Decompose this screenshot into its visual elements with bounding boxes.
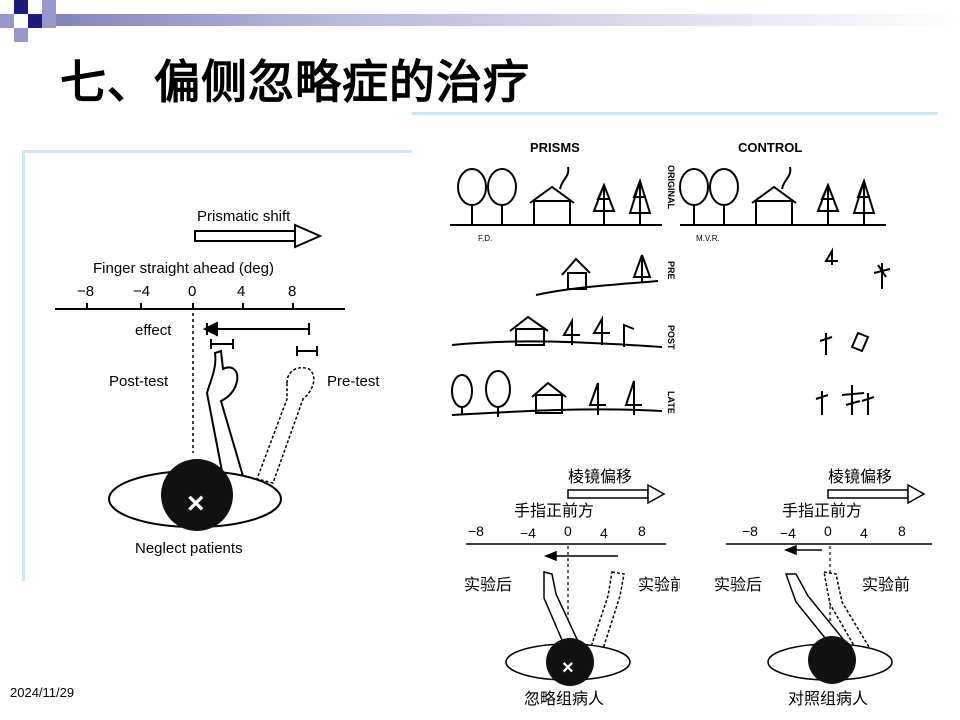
- cn-tick-label: −4: [780, 525, 796, 541]
- cn-shift-arrow: [567, 483, 666, 505]
- post-test-label: Post-test: [109, 373, 169, 390]
- prismatic-shift-arrow: [194, 223, 323, 249]
- cn-shift-arrow: [827, 483, 926, 505]
- effect-label: effect: [135, 322, 172, 339]
- drawing-post-control: [819, 331, 870, 355]
- figure-neglect-diagram: Prismatic shift Finger straight ahead (d…: [22, 150, 421, 581]
- pre-test-range: [296, 346, 318, 356]
- cn-axis-label: 手指正前方: [782, 501, 862, 520]
- cn-caption: 对照组病人: [788, 689, 868, 708]
- col-header-control: CONTROL: [738, 140, 802, 155]
- post-test-range: [210, 339, 234, 349]
- cn-cross-mark-icon: ×: [562, 657, 574, 679]
- cn-before-label: 实验前: [638, 575, 680, 594]
- effect-arrow: [202, 321, 310, 337]
- tick-label: −8: [77, 283, 94, 300]
- cn-tick-label: −8: [468, 523, 484, 539]
- cn-after-label: 实验后: [714, 575, 762, 594]
- drawing-pre-control: [824, 247, 891, 289]
- initials-prisms: F.D.: [478, 234, 492, 243]
- pre-test-arm: [256, 367, 315, 484]
- axis-label: Finger straight ahead (deg): [93, 260, 274, 277]
- figure-drawings: PRISMS CONTROL ORIGINAL PRE POST LATE F.…: [412, 112, 938, 467]
- col-header-prisms: PRISMS: [530, 140, 580, 155]
- cn-tick-label: −8: [742, 523, 758, 539]
- cn-axis-label: 手指正前方: [514, 501, 594, 520]
- cn-tick-label: 4: [600, 525, 608, 541]
- head: [161, 459, 233, 531]
- cn-tick-label: 8: [898, 523, 906, 539]
- pre-test-label: Pre-test: [327, 373, 380, 390]
- drawing-pre-prisms: [535, 254, 659, 296]
- figure-cn-control: 棱镜偏移 手指正前方 −8 −4 0 4 8 实验后 实验前 对照组病人: [712, 462, 948, 712]
- slide-title: 七、偏侧忽略症的治疗: [60, 55, 530, 109]
- row-label-post: POST: [666, 325, 676, 350]
- tick-label: −4: [133, 283, 150, 300]
- row-label-late: LATE: [666, 391, 676, 414]
- cn-tick-label: 4: [860, 525, 868, 541]
- slide-date: 2024/11/29: [10, 685, 75, 700]
- cn-effect-arrow: [783, 544, 822, 556]
- cn-shift-label: 棱镜偏移: [828, 467, 892, 486]
- cn-tick-label: 8: [638, 523, 646, 539]
- cn-caption: 忽略组病人: [524, 689, 604, 708]
- tick-label: 0: [188, 283, 196, 300]
- row-label-original: ORIGINAL: [666, 165, 676, 210]
- cn-tick-label: 0: [564, 523, 572, 539]
- cn-before-label: 实验前: [862, 575, 910, 594]
- cn-head: [546, 638, 594, 686]
- prismatic-shift-label: Prismatic shift: [197, 208, 291, 225]
- cn-arms: [543, 571, 625, 655]
- figure-cn-neglect: 棱镜偏移 手指正前方 −8 −4 0 4 8 实验后 实验前 × 忽略组病人: [452, 462, 680, 712]
- slide-header-decoration: [0, 0, 960, 42]
- initials-control: M.V.R.: [696, 234, 720, 243]
- drawing-post-prisms: [451, 315, 663, 348]
- drawing-original-prisms: [450, 166, 662, 226]
- drawing-late-prisms: [451, 370, 663, 417]
- row-label-pre: PRE: [666, 261, 676, 280]
- cross-mark-icon: ×: [187, 487, 205, 520]
- caption: Neglect patients: [135, 540, 243, 557]
- cn-effect-arrow: [543, 550, 618, 562]
- cn-arms: [784, 571, 874, 657]
- cn-head: [808, 636, 856, 684]
- post-test-arm: [205, 349, 247, 489]
- cn-tick-label: 0: [824, 523, 832, 539]
- drawing-late-control: [815, 385, 875, 415]
- cn-shift-label: 棱镜偏移: [568, 467, 632, 486]
- tick-label: 4: [237, 283, 245, 300]
- cn-tick-label: −4: [520, 525, 536, 541]
- axis-line: [55, 303, 345, 310]
- tick-label: 8: [288, 283, 296, 300]
- drawing-original-control: [679, 166, 886, 226]
- cn-after-label: 实验后: [464, 575, 512, 594]
